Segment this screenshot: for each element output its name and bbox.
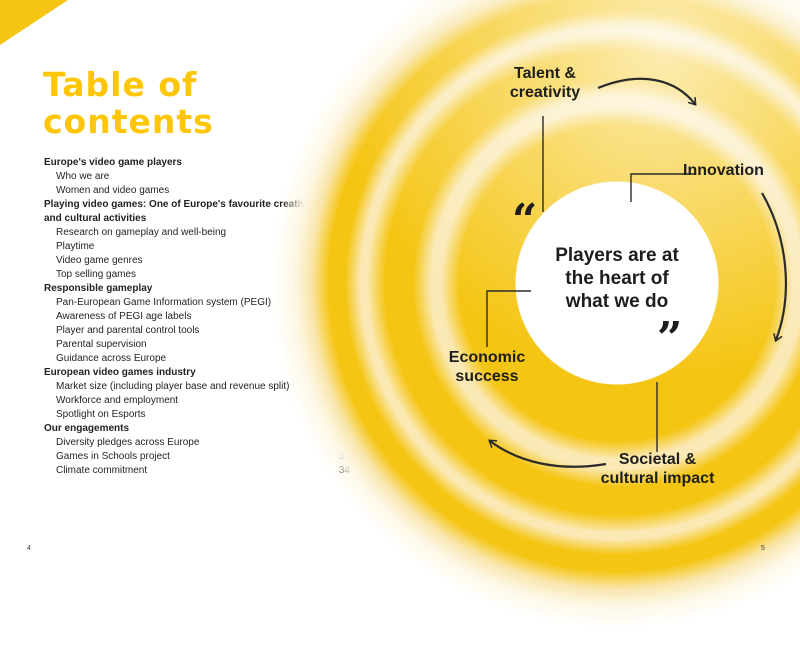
toc-entry-label: Pan-European Game Information system (PE… <box>56 297 272 308</box>
toc-entry-label: Europe's video game players <box>44 157 182 168</box>
toc-entry-label: European video games industry <box>44 367 196 378</box>
toc-entry-label: Playtime <box>56 241 95 252</box>
right-page-number: 5 <box>761 545 765 552</box>
label-societal-cultural-impact: Societal & cultural impact <box>600 451 715 487</box>
toc-entry-label: Guidance across Europe <box>56 353 167 364</box>
toc-title: Table of contents <box>43 65 214 141</box>
toc-entry-label: Playing video games: One of Europe's fav… <box>44 199 312 224</box>
toc-entry-label: Player and parental control tools <box>56 325 200 336</box>
corner-accent-shape <box>0 0 68 45</box>
toc-entry-label: Games in Schools project <box>56 451 170 462</box>
toc-entry-label: Responsible gameplay <box>44 283 153 294</box>
toc-entry-label: Who we are <box>56 171 110 182</box>
left-page-number: 4 <box>27 545 31 552</box>
toc-entry-label: Market size (including player base and r… <box>56 381 290 392</box>
toc-entry-label: Research on gameplay and well-being <box>56 227 227 238</box>
toc-entry-label: Our engagements <box>44 423 130 434</box>
label-innovation: Innovation <box>683 162 764 179</box>
label-talent-creativity: Talent & creativity <box>509 65 581 101</box>
toc-entry-label: Top selling games <box>56 269 137 280</box>
close-quote-mark: ” <box>657 313 683 364</box>
toc-entry-label: Climate commitment <box>56 465 148 476</box>
open-quote-mark: “ <box>512 195 538 246</box>
toc-entry-label: Diversity pledges across Europe <box>56 437 200 448</box>
toc-entry-label: Spotlight on Esports <box>56 409 146 420</box>
toc-entry-label: Workforce and employment <box>56 395 179 406</box>
center-quote: Players are at the heart of what we do <box>555 245 679 312</box>
toc-entry-label: Video game genres <box>56 255 143 266</box>
toc-entry-label: Women and video games <box>56 185 170 196</box>
toc-entry-label: Parental supervision <box>56 339 147 350</box>
toc-entry-label: Awareness of PEGI age labels <box>56 311 192 322</box>
label-economic-success: Economic success <box>448 349 526 385</box>
